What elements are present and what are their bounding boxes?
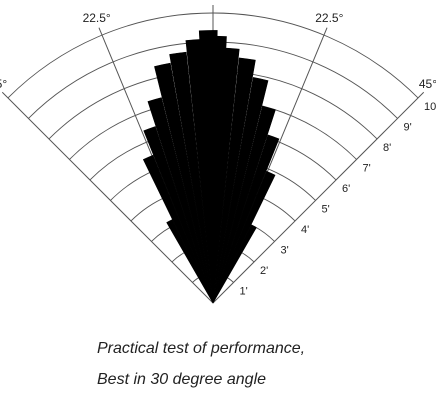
range-bar bbox=[142, 154, 214, 304]
radial-tick-label: 8' bbox=[383, 142, 391, 154]
range-bar bbox=[212, 77, 269, 304]
grid-spoke bbox=[212, 91, 425, 304]
range-bar bbox=[166, 219, 214, 304]
range-bar bbox=[169, 51, 214, 304]
angle-tick-label: 22.5° bbox=[83, 11, 111, 25]
angle-tick-label: 0° bbox=[207, 0, 219, 2]
grid-spoke bbox=[1, 91, 214, 304]
range-bar bbox=[212, 57, 256, 304]
angle-tick-label: 45° bbox=[0, 77, 7, 91]
radial-tick-label: 6' bbox=[342, 183, 350, 195]
radial-tick-label: 4' bbox=[301, 224, 309, 236]
range-bar bbox=[212, 170, 276, 304]
polar-range-chart: 45° 22.5° 0° 22.5° 45° 1' 2' 3' 4' 5' 6' 7' 8' 9' 10' bbox=[0, 0, 436, 304]
radial-tick-label: 9' bbox=[404, 121, 412, 133]
radial-tick-label: 2' bbox=[260, 265, 268, 277]
radial-tick-label: 1' bbox=[240, 285, 248, 297]
axis-labels: 45° 22.5° 0° 22.5° 45° 1' 2' 3' 4' 5' 6' 7' 8' 9' 10' bbox=[0, 0, 436, 297]
range-bar bbox=[212, 224, 257, 304]
radial-tick-label: 7' bbox=[363, 162, 371, 174]
caption-line-1: Practical test of performance, bbox=[97, 340, 306, 357]
range-bar bbox=[147, 97, 214, 304]
radial-tick-label: 3' bbox=[281, 244, 289, 256]
range-bar bbox=[143, 126, 214, 304]
angle-tick-label: 45° bbox=[419, 77, 436, 91]
caption-line-2: Best in 30 degree angle bbox=[97, 371, 267, 388]
range-bar bbox=[212, 134, 280, 304]
range-bar bbox=[154, 62, 214, 304]
radial-tick-label: 5' bbox=[322, 203, 330, 215]
range-bar bbox=[212, 105, 276, 304]
angle-tick-label: 22.5° bbox=[315, 11, 343, 25]
range-bars bbox=[142, 30, 280, 304]
radial-tick-label: 10' bbox=[424, 101, 436, 113]
